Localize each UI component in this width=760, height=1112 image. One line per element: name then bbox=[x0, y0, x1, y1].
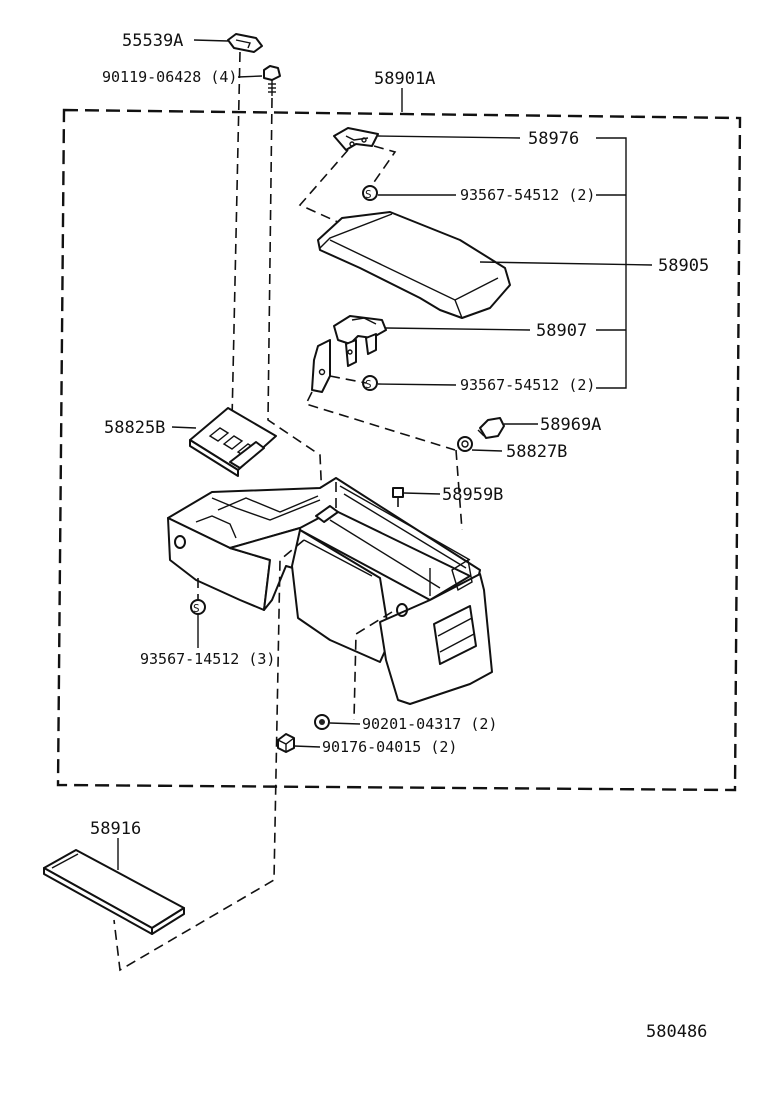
label-93567-14512: 93567-14512 (3) bbox=[140, 650, 275, 668]
label-93567-54512-lower: 93567-54512 (2) bbox=[460, 376, 595, 394]
label-90201: 90201-04317 (2) bbox=[362, 715, 497, 733]
svg-text:S: S bbox=[365, 378, 372, 391]
clip-58827b bbox=[457, 436, 473, 452]
svg-text:S: S bbox=[193, 602, 200, 615]
console-box bbox=[167, 477, 493, 705]
label-58901a: 58901A bbox=[374, 69, 435, 89]
screw-90119 bbox=[263, 65, 281, 96]
screw-symbol-bottom: S bbox=[190, 599, 206, 615]
label-90176: 90176-04015 (2) bbox=[322, 738, 457, 756]
clip-55539a bbox=[227, 33, 263, 53]
armrest-lid-58905 bbox=[317, 211, 511, 319]
label-58916: 58916 bbox=[90, 819, 141, 839]
label-58969a: 58969A bbox=[540, 415, 601, 435]
cushion-58969a bbox=[477, 417, 505, 439]
pad-58959b bbox=[392, 487, 404, 498]
diagram-id: 580486 bbox=[646, 1022, 707, 1042]
label-58959b: 58959B bbox=[442, 485, 503, 505]
hinge-58907 bbox=[311, 315, 387, 393]
label-58905: 58905 bbox=[658, 256, 709, 276]
label-90119: 90119-06428 (4) bbox=[102, 68, 237, 86]
nut-90176 bbox=[277, 733, 295, 753]
tray-58916 bbox=[43, 849, 185, 935]
screw-symbol-upper: S bbox=[362, 185, 378, 201]
label-58825b: 58825B bbox=[104, 418, 165, 438]
label-58976: 58976 bbox=[528, 129, 579, 149]
plate-58825b bbox=[189, 407, 277, 477]
label-58907: 58907 bbox=[536, 321, 587, 341]
screw-symbol-lower: S bbox=[362, 375, 378, 391]
label-93567-54512-upper: 93567-54512 (2) bbox=[460, 186, 595, 204]
hinge-58976 bbox=[333, 127, 379, 151]
label-55539a: 55539A bbox=[122, 31, 183, 51]
svg-text:S: S bbox=[365, 188, 372, 201]
label-58827b: 58827B bbox=[506, 442, 567, 462]
assembly-boundary bbox=[56, 108, 742, 792]
nut-90201 bbox=[314, 714, 330, 730]
